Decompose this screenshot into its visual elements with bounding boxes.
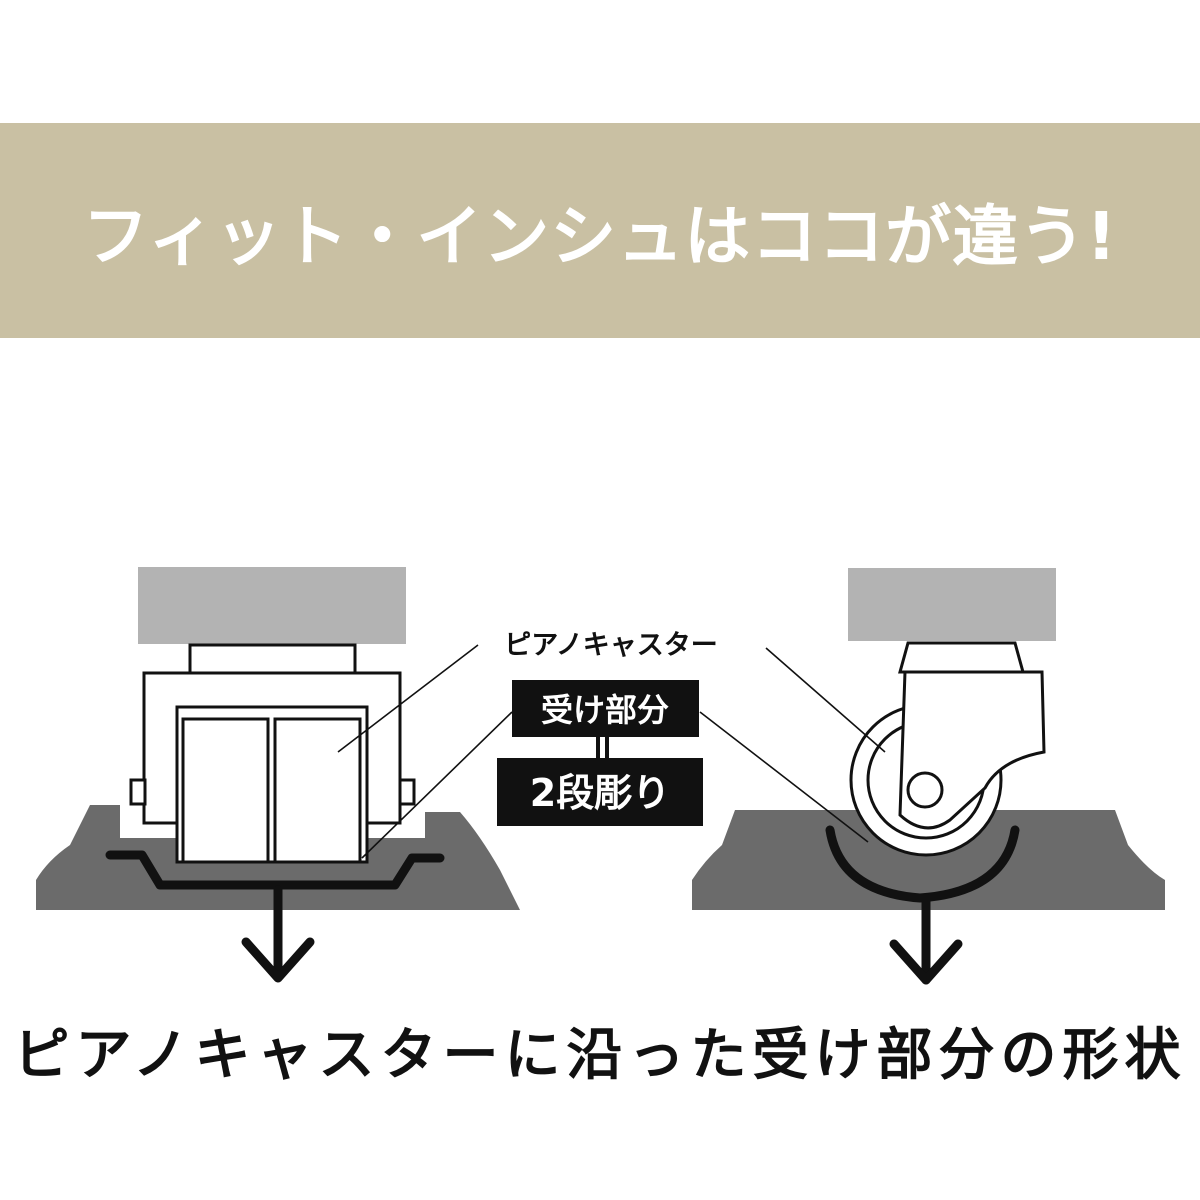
left-arrow-head [241, 937, 315, 983]
right-caster-top-plate [898, 641, 1025, 674]
left-caster-side-tab-right [398, 778, 416, 806]
right-furniture-block [848, 568, 1056, 641]
bottom-caption: ピアノキャスターに沿った受け部分の形状 [13, 1023, 1187, 1088]
left-caster-wheel-a [181, 717, 270, 864]
leader-receiver-right [699, 711, 869, 843]
left-furniture-block [138, 567, 406, 644]
label-two-step-box [497, 758, 703, 826]
left-caster-top-plate [188, 643, 357, 675]
banner-title: フィット・インシュはココが違う! [82, 197, 1118, 275]
left-illustration [36, 567, 520, 983]
left-two-step-profile [105, 850, 445, 890]
right-insulator-base [692, 810, 1165, 910]
left-caster-side-tab-left [129, 778, 147, 806]
label-receiver: 受け部分 [541, 691, 669, 729]
title-banner: フィット・インシュはココが違う! [0, 123, 1200, 338]
leader-lines [337, 644, 886, 859]
right-caster-axle [906, 771, 944, 809]
leader-caster-right [765, 647, 886, 753]
label-two-step: 2段彫り [530, 771, 670, 815]
right-arrow-head [889, 939, 963, 985]
label-piano-caster: ピアノキャスター [504, 630, 718, 661]
leader-caster-left [337, 644, 479, 753]
left-caster-wheel-b [273, 717, 362, 864]
right-illustration [692, 568, 1165, 985]
leader-receiver-left [361, 711, 513, 859]
right-receiver-curve [825, 825, 1020, 903]
label-receiver-box [512, 680, 699, 737]
